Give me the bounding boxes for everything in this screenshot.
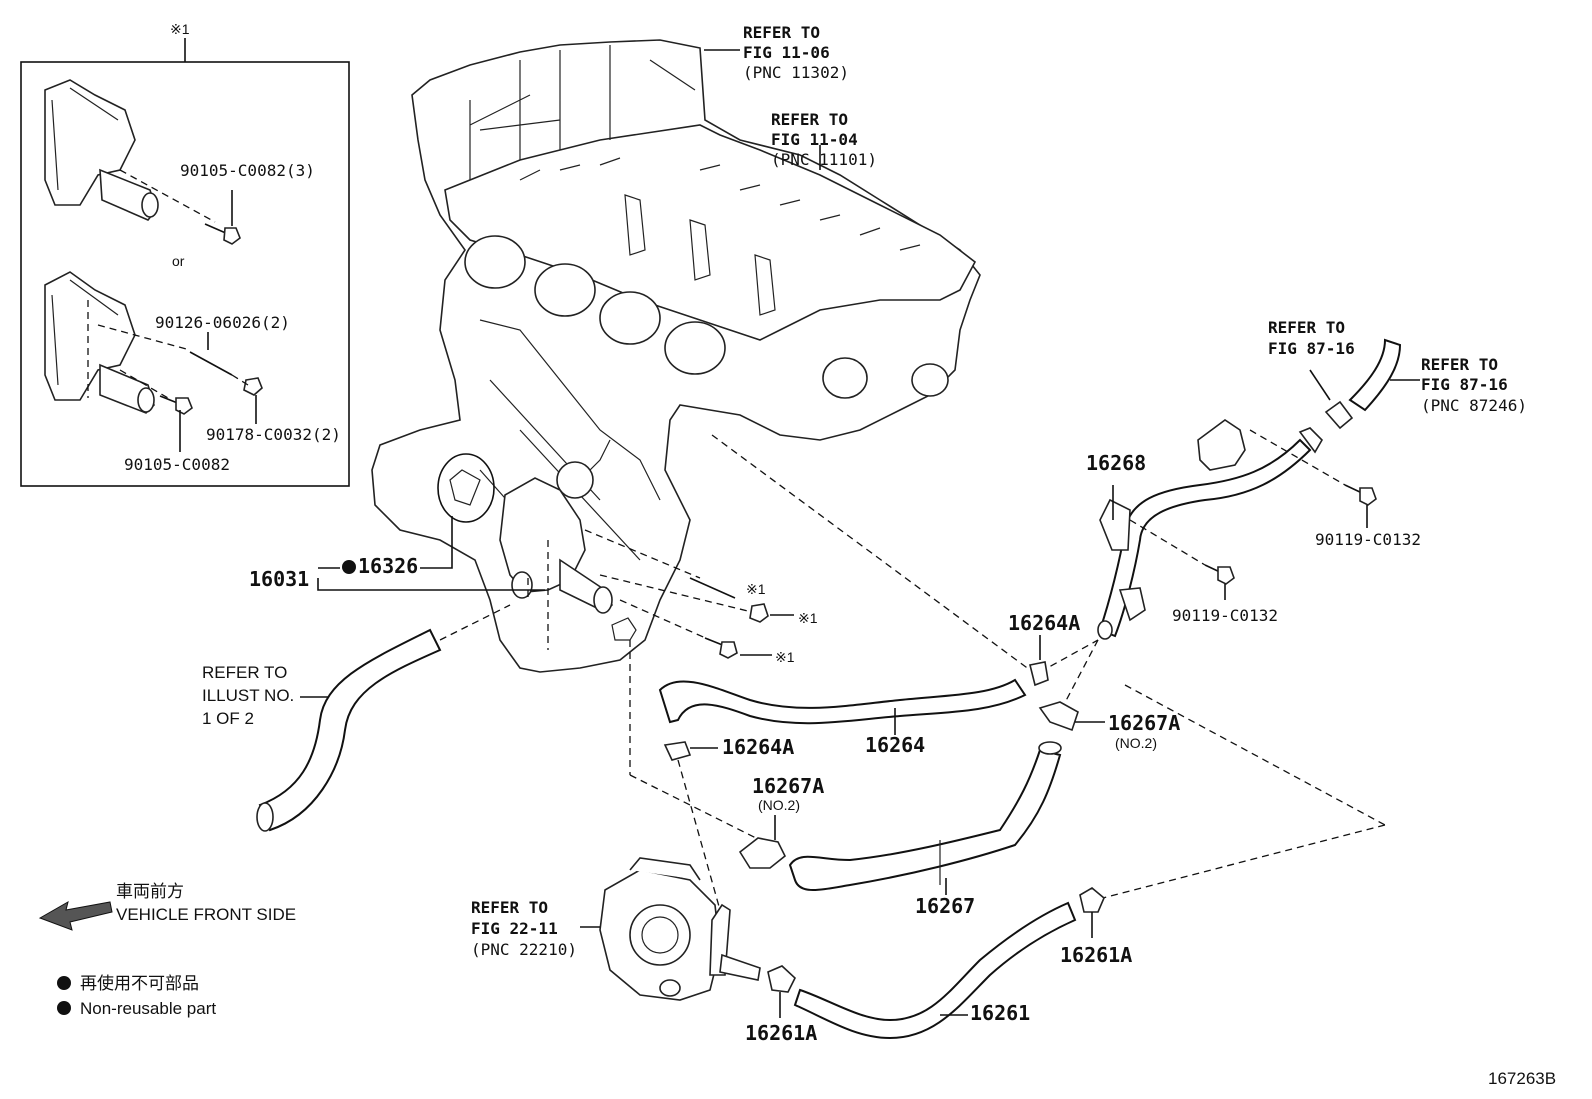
clamp-16261A-bottom-icon (767, 965, 796, 1018)
inset-stud-label: 90126-06026(2) (155, 313, 290, 332)
ref-fig-22-11: REFER TO FIG 22-11 (PNC 22210) (471, 898, 577, 959)
svg-text:REFER TO: REFER TO (1268, 318, 1345, 337)
svg-text:(PNC 11101): (PNC 11101) (771, 150, 877, 169)
bolt-90119-b-icon (1129, 519, 1235, 600)
clamp-16264A-left-icon (663, 741, 718, 761)
vehicle-front-arrow-icon (38, 900, 113, 931)
ref-fig-11-04: REFER TO FIG 11-04 (PNC 11101) (771, 110, 877, 169)
engine-block-illustration (371, 39, 981, 673)
legend-nonreuse-en: Non-reusable part (80, 999, 216, 1018)
part-16264-label: 16264 (865, 733, 925, 757)
nut-icon (243, 377, 263, 396)
part-16264A-top-label: 16264A (1008, 611, 1080, 635)
inset-marker: ※1 (170, 21, 190, 37)
hose-16261 (793, 901, 1077, 1040)
bolt-top-icon (204, 223, 241, 245)
legend-front-en: VEHICLE FRONT SIDE (116, 905, 296, 924)
svg-text:REFER TO: REFER TO (771, 110, 848, 129)
hose-87246 (1309, 338, 1420, 430)
svg-text:FIG 87-16: FIG 87-16 (1421, 375, 1508, 394)
ref-fig-87-16-b: REFER TO FIG 87-16 (PNC 87246) (1421, 355, 1527, 415)
svg-text:REFER TO: REFER TO (743, 23, 820, 42)
throttle-body-illustration (580, 857, 761, 1001)
water-inlet-housing-a (44, 79, 159, 221)
legend-dot-2-icon (57, 1001, 71, 1015)
ref-fig-87-16-a: REFER TO FIG 87-16 (1268, 318, 1355, 358)
marker-1-label: ※1 (746, 581, 766, 597)
part-16264A-left-label: 16264A (722, 735, 794, 759)
inset-bottom-bolt-label: 90105-C0082 (124, 455, 230, 474)
svg-text:REFER TO: REFER TO (471, 898, 548, 917)
engine-reference-leaders (704, 49, 821, 170)
svg-text:FIG 11-04: FIG 11-04 (771, 130, 858, 149)
clamp-16267A-left-icon (738, 815, 787, 869)
inset-nut-label: 90178-C0032(2) (206, 425, 341, 444)
part-16261A-right-label: 16261A (1060, 943, 1132, 967)
part-16261A-bottom-label: 16261A (745, 1021, 817, 1045)
part-16261-label: 16261 (970, 1001, 1030, 1025)
part-16268-label: 16268 (1086, 451, 1146, 475)
svg-text:1 OF 2: 1 OF 2 (202, 709, 254, 728)
water-pump-callout: 16031 16326 (249, 516, 545, 591)
legend-front-jp: 車両前方 (116, 882, 184, 901)
stud-icon (189, 351, 233, 376)
part-16031-label: 16031 (249, 567, 309, 591)
inlet-hose-left (256, 604, 511, 832)
part-90119-a-label: 90119-C0132 (1315, 530, 1421, 549)
svg-text:FIG 87-16: FIG 87-16 (1268, 339, 1355, 358)
svg-text:(PNC 11302): (PNC 11302) (743, 63, 849, 82)
inset-top-bolt-label: 90105-C0082(3) (180, 161, 315, 180)
part-16267A-left-label: 16267A (752, 774, 824, 798)
ref-illust-no: REFER TO ILLUST NO. 1 OF 2 (202, 663, 294, 728)
part-16267A-right-sub: (NO.2) (1115, 735, 1157, 751)
part-90119-b-label: 90119-C0132 (1172, 606, 1278, 625)
part-16267A-right-label: 16267A (1108, 711, 1180, 735)
water-inlet-housing-b (44, 271, 155, 414)
hose-16267 (788, 741, 1062, 895)
svg-text:(PNC 87246): (PNC 87246) (1421, 396, 1527, 415)
bolt-90119-a-icon (1249, 429, 1377, 528)
svg-text:ILLUST NO.: ILLUST NO. (202, 686, 294, 705)
marker-2-label: ※1 (798, 610, 818, 626)
clamp-16267A-right-icon (1038, 701, 1105, 732)
bolt-bottom-icon (159, 395, 193, 415)
inset-box: ※1 90105-C0082(3) or (20, 21, 350, 487)
svg-text:FIG 22-11: FIG 22-11 (471, 919, 558, 938)
non-reusable-dot-icon (342, 560, 356, 574)
water-pump-gasket-icon (437, 453, 495, 523)
clamp-16264A-top-icon (1029, 635, 1049, 687)
svg-text:REFER TO: REFER TO (202, 663, 287, 682)
marker-3-label: ※1 (775, 649, 795, 665)
water-bypass-pipe (1097, 419, 1324, 640)
hose-16264 (658, 678, 1027, 735)
legend-nonreuse-jp: 再使用不可部品 (80, 973, 199, 993)
clamp-16261A-right-icon (1079, 887, 1105, 938)
svg-text:REFER TO: REFER TO (1421, 355, 1498, 374)
legend-dot-1-icon (57, 976, 71, 990)
ref-fig-11-06: REFER TO FIG 11-06 (PNC 11302) (743, 23, 849, 82)
svg-text:(PNC 22210): (PNC 22210) (471, 940, 577, 959)
block-fasteners: ※1 ※1 ※1 (584, 529, 818, 665)
part-16326-label: 16326 (358, 554, 418, 578)
svg-text:FIG 11-06: FIG 11-06 (743, 43, 830, 62)
part-16267A-left-sub: (NO.2) (758, 797, 800, 813)
figure-id: 167263B (1488, 1069, 1556, 1088)
inset-or-label: or (172, 253, 185, 269)
part-16267-label: 16267 (915, 894, 975, 918)
